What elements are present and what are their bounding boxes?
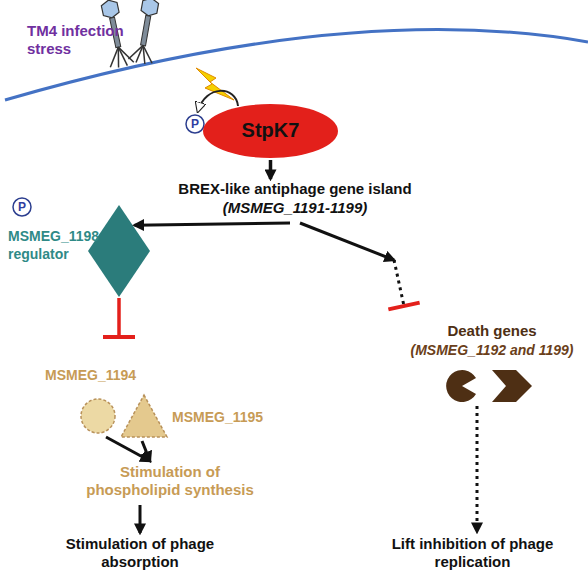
connector — [142, 441, 150, 461]
protein-triangle: MSMEG_1195 — [120, 394, 168, 438]
phospho-label: P — [13, 198, 31, 216]
phage-icon — [128, 0, 163, 65]
inhibition-bar — [103, 335, 135, 339]
connector — [140, 505, 141, 533]
death-protein-icon — [492, 370, 532, 402]
connector — [103, 298, 135, 337]
gene-island-box: BREX-like antiphage gene island(MSMEG_11… — [160, 180, 430, 220]
node-text: Stimulation of phospholipid synthesis — [75, 463, 265, 499]
phospho-circle — [13, 198, 31, 216]
connector-line — [118, 298, 121, 337]
stress-bolt — [196, 68, 234, 100]
death-protein-icon — [446, 370, 476, 402]
regulator-diamond — [88, 205, 150, 297]
connector — [135, 223, 291, 225]
outcome-text: Stimulation of phage absorption — [50, 535, 230, 575]
connector — [477, 406, 478, 532]
node-text: BREX-like antiphage gene island — [160, 180, 430, 198]
connector — [106, 437, 150, 461]
protein-circle: MSMEG_1194 — [80, 398, 116, 434]
protein-circle — [81, 399, 115, 433]
cell-membrane — [5, 30, 588, 100]
connector-line — [106, 437, 150, 461]
node-text: Stimulation of phage absorption — [50, 535, 230, 571]
kinase-ellipse: StpK7 — [203, 104, 338, 158]
node-text: MSMEG_1198 regulator — [8, 227, 108, 263]
inhibition-bar — [388, 303, 419, 310]
node-text: MSMEG_1194 — [45, 366, 155, 384]
regulator-diamond: MSMEG_1198 regulator — [88, 205, 150, 297]
protein-triangle — [120, 394, 168, 438]
outcome-text: Lift inhibition of phage replication — [385, 535, 560, 575]
node-text: Lift inhibition of phage replication — [385, 535, 560, 571]
protein-circle — [80, 398, 116, 434]
connector-line — [142, 441, 150, 461]
phospho-label: P — [186, 115, 204, 133]
connector-line — [118, 298, 121, 337]
node-text: MSMEG_1195 — [172, 408, 282, 426]
connector — [270, 160, 271, 179]
stimulus-label: TM4 infection stress — [27, 22, 147, 58]
inhibition-bar — [103, 335, 135, 339]
connector-line — [139, 505, 142, 533]
autophosphorylation-arrow — [198, 91, 238, 111]
node-text: (MSMEG_1191-1199) — [160, 199, 430, 217]
death-genes-box: Death genes(MSMEG_1192 and 1199) — [412, 322, 572, 362]
connector-line — [269, 160, 273, 179]
connector-line — [476, 406, 479, 532]
kinase-ellipse — [203, 104, 338, 158]
protein-triangle — [121, 395, 167, 437]
regulator-diamond — [88, 205, 150, 297]
node-text: (MSMEG_1192 and 1199) — [402, 341, 582, 359]
connector-line — [394, 260, 404, 306]
outcome-text: Stimulation of phospholipid synthesis — [75, 463, 265, 503]
connector-line — [300, 223, 394, 260]
node-text: StpK7 — [203, 121, 338, 139]
connector-line — [135, 223, 291, 225]
phospho-circle — [186, 115, 204, 133]
node-text: Death genes — [412, 322, 572, 340]
connector — [300, 223, 420, 309]
connector — [103, 298, 135, 337]
